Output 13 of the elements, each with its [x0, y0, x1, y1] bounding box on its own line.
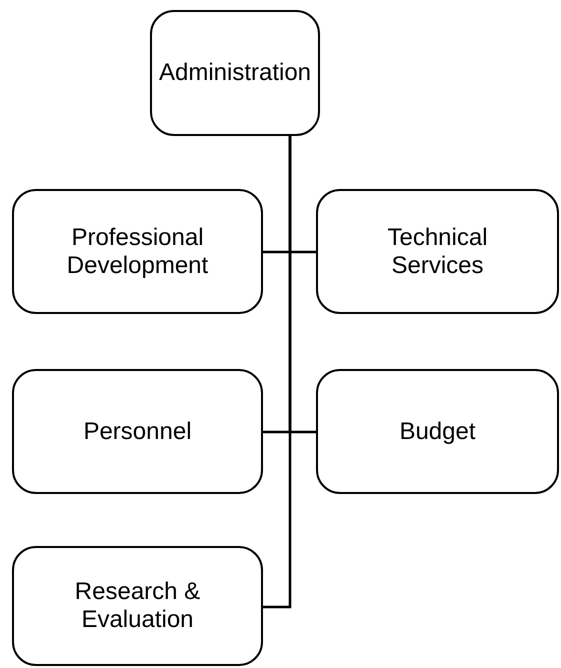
org-box [316, 189, 559, 314]
org-box [316, 369, 559, 494]
box-label: Budget [399, 418, 476, 446]
org-box [12, 369, 263, 494]
box-label: Professional Development [66, 224, 210, 280]
connector-line [263, 136, 292, 608]
box-label: Personnel [83, 418, 192, 446]
org-box [12, 546, 263, 666]
box-label: Research & Evaluation [74, 578, 202, 634]
box-label: Technical Services [386, 224, 489, 280]
box-label: Administration [158, 59, 312, 87]
org-box [150, 10, 320, 136]
org-box [12, 189, 263, 314]
